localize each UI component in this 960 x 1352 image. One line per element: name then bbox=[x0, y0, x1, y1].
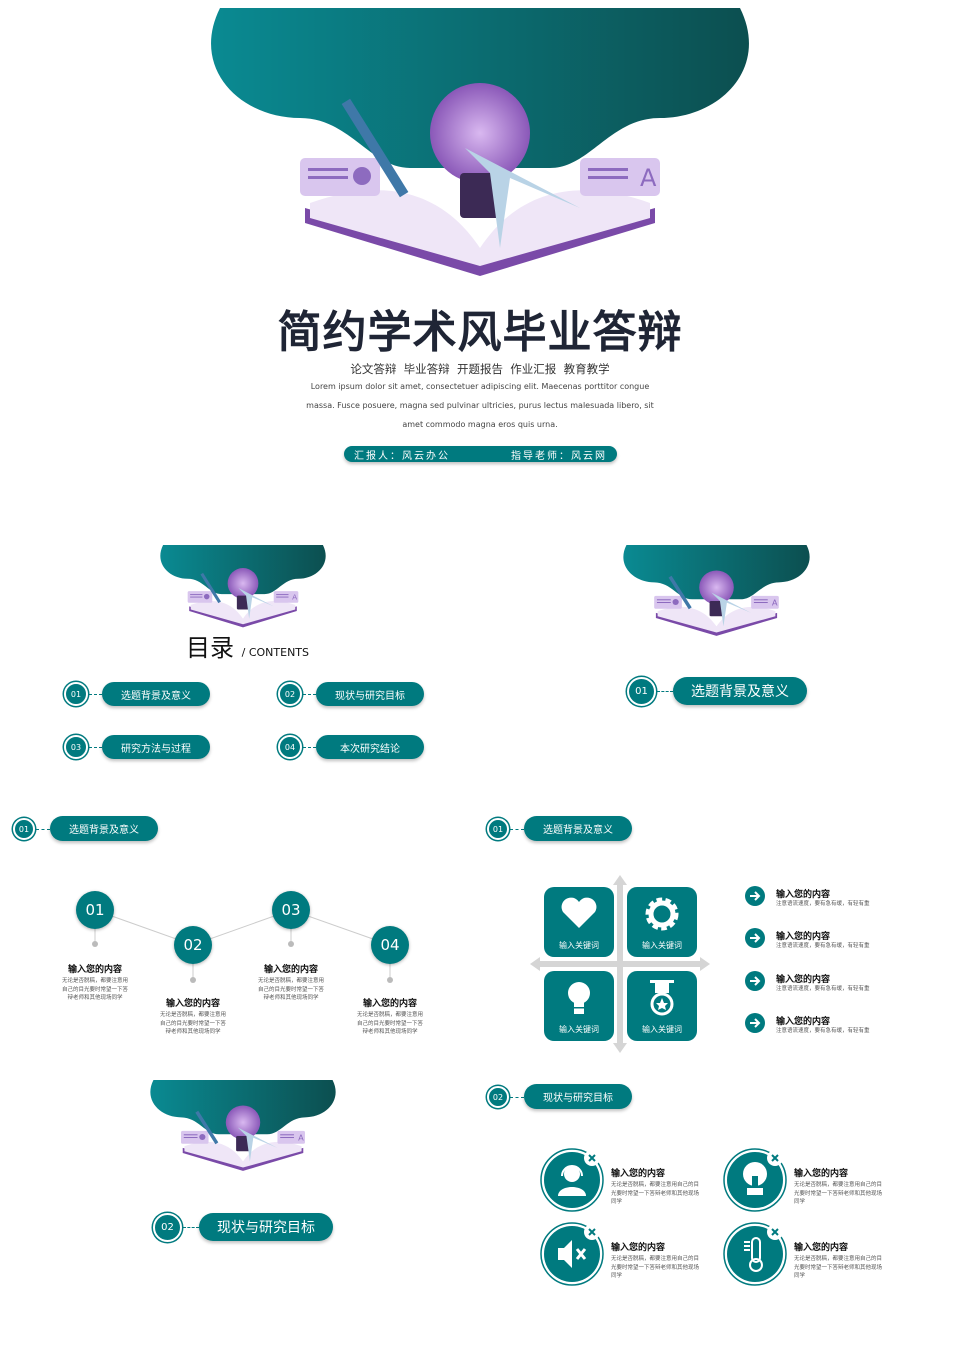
section2-illustration bbox=[150, 1080, 336, 1175]
cover-lorem-1: Lorem ipsum dolor sit amet, consectetuer… bbox=[310, 382, 650, 391]
toc-number: 03 bbox=[64, 735, 88, 759]
item-title: 输入您的内容 bbox=[776, 1017, 831, 1027]
toc-item[interactable]: 研究方法与过程 bbox=[102, 735, 210, 759]
step-text: 无论是否脱稿，都要注意用自己的目光要时常望一下答辩老师和其他现场同学 bbox=[257, 978, 324, 1001]
toc-number: 04 bbox=[278, 735, 302, 759]
keyword-tile[interactable]: 输入关键词 bbox=[627, 971, 697, 1041]
step-title: 输入您的内容 bbox=[67, 965, 122, 975]
section1-title[interactable]: 选题背景及意义 bbox=[673, 677, 807, 705]
arrow-right-icon bbox=[745, 928, 765, 948]
tile-label: 输入关键词 bbox=[642, 941, 682, 950]
cover-title: 简约学术风毕业答辩 bbox=[277, 307, 683, 358]
slide7-number: 02 bbox=[487, 1086, 509, 1108]
keyword-tile[interactable]: 输入关键词 bbox=[544, 887, 614, 957]
connector bbox=[183, 1227, 199, 1228]
slide7-header[interactable]: 现状与研究目标 bbox=[524, 1084, 632, 1109]
item-text: 无论是否脱稿，都要注意用自己的目光要时常望一下答辩老师和其他现场同学 bbox=[794, 1182, 883, 1205]
cover-lorem-3: amet commodo magna eros quis urna. bbox=[402, 420, 558, 429]
customer-service-icon bbox=[540, 1148, 604, 1212]
toc-title-cn: 目录 bbox=[186, 634, 234, 662]
arrow-right-icon bbox=[745, 886, 765, 906]
slide5-number: 01 bbox=[487, 818, 509, 840]
item-title: 输入您的内容 bbox=[611, 1243, 666, 1253]
item-text: 注意语流速度，要有急有缓，有轻有重 bbox=[776, 943, 870, 949]
timeline-step: 04 bbox=[371, 926, 409, 964]
item-title: 输入您的内容 bbox=[611, 1169, 666, 1179]
section2-title[interactable]: 现状与研究目标 bbox=[199, 1213, 333, 1241]
toc-title: 目录 / CONTENTS bbox=[186, 628, 309, 663]
step-text: 无论是否脱稿，都要注意用自己的目光要时常望一下答辩老师和其他现场同学 bbox=[159, 1012, 226, 1035]
item-text: 无论是否脱稿，都要注意用自己的目光要时常望一下答辩老师和其他现场同学 bbox=[611, 1256, 700, 1279]
tile-label: 输入关键词 bbox=[559, 941, 599, 950]
toc-subtitle: / CONTENTS bbox=[241, 646, 310, 659]
slide4-header[interactable]: 选题背景及意义 bbox=[50, 816, 158, 841]
keyword-tile[interactable]: 输入关键词 bbox=[544, 971, 614, 1041]
cover-presenter-bar: 汇报人：风云办公 指导老师：风云网 bbox=[344, 446, 617, 462]
lightbulb-icon bbox=[568, 982, 590, 1014]
item-text: 注意语流速度，要有急有缓，有轻有重 bbox=[776, 1028, 870, 1034]
step-title: 输入您的内容 bbox=[362, 999, 417, 1009]
slide5-header[interactable]: 选题背景及意义 bbox=[524, 816, 632, 841]
step-text: 无论是否脱稿，都要注意用自己的目光要时常望一下答辩老师和其他现场同学 bbox=[61, 978, 128, 1001]
toc-item[interactable]: 现状与研究目标 bbox=[316, 682, 424, 706]
cover-tags: 论文答辩 毕业答辩 开题报告 作业汇报 教育教学 bbox=[350, 362, 610, 376]
connector bbox=[510, 829, 524, 830]
heart-icon bbox=[561, 897, 597, 928]
lamp-icon bbox=[723, 1148, 787, 1212]
item-title: 输入您的内容 bbox=[794, 1243, 849, 1253]
toc-item[interactable]: 选题背景及意义 bbox=[102, 682, 210, 706]
arrow-right-icon bbox=[745, 971, 765, 991]
item-title: 输入您的内容 bbox=[776, 975, 831, 985]
tile-label: 输入关键词 bbox=[559, 1025, 599, 1034]
connector bbox=[510, 1097, 524, 1098]
item-text: 无论是否脱稿，都要注意用自己的目光要时常望一下答辩老师和其他现场同学 bbox=[611, 1182, 700, 1205]
item-title: 输入您的内容 bbox=[776, 932, 831, 942]
item-text: 注意语流速度，要有急有缓，有轻有重 bbox=[776, 986, 870, 992]
reporter: 汇报人：风云办公 bbox=[354, 450, 450, 462]
section1-illustration bbox=[623, 545, 810, 640]
step-title: 输入您的内容 bbox=[263, 965, 318, 975]
timeline-step: 02 bbox=[174, 926, 212, 964]
gear-icon bbox=[645, 897, 679, 931]
section1-number: 01 bbox=[627, 677, 656, 706]
connector bbox=[89, 694, 102, 695]
step-title: 输入您的内容 bbox=[165, 999, 220, 1009]
slide4-number: 01 bbox=[13, 818, 35, 840]
timeline-lines bbox=[92, 909, 393, 983]
item-text: 注意语流速度，要有急有缓，有轻有重 bbox=[776, 901, 870, 907]
connector bbox=[657, 691, 673, 692]
toc-number: 01 bbox=[64, 682, 88, 706]
cross-arrows bbox=[530, 875, 710, 1053]
connector bbox=[89, 747, 102, 748]
keyword-tile[interactable]: 输入关键词 bbox=[627, 887, 697, 957]
timeline-step: 01 bbox=[76, 891, 114, 929]
toc-number: 02 bbox=[278, 682, 302, 706]
item-title: 输入您的内容 bbox=[776, 890, 831, 900]
cover-lorem-2: massa. Fusce posuere, magna sed pulvinar… bbox=[306, 401, 654, 410]
mute-icon bbox=[540, 1222, 604, 1286]
section2-number: 02 bbox=[153, 1213, 182, 1242]
advisor: 指导老师：风云网 bbox=[511, 450, 607, 462]
thermometer-icon bbox=[723, 1222, 787, 1286]
step-text: 无论是否脱稿，都要注意用自己的目光要时常望一下答辩老师和其他现场同学 bbox=[356, 1012, 423, 1035]
timeline-step: 03 bbox=[272, 891, 310, 929]
item-text: 无论是否脱稿，都要注意用自己的目光要时常望一下答辩老师和其他现场同学 bbox=[794, 1256, 883, 1279]
item-title: 输入您的内容 bbox=[794, 1169, 849, 1179]
tile-label: 输入关键词 bbox=[642, 1025, 682, 1034]
connector bbox=[303, 747, 316, 748]
connector bbox=[36, 829, 50, 830]
toc-item[interactable]: 本次研究结论 bbox=[316, 735, 424, 759]
connector bbox=[303, 694, 316, 695]
arrow-right-icon bbox=[745, 1013, 765, 1033]
medal-icon bbox=[650, 980, 674, 1016]
